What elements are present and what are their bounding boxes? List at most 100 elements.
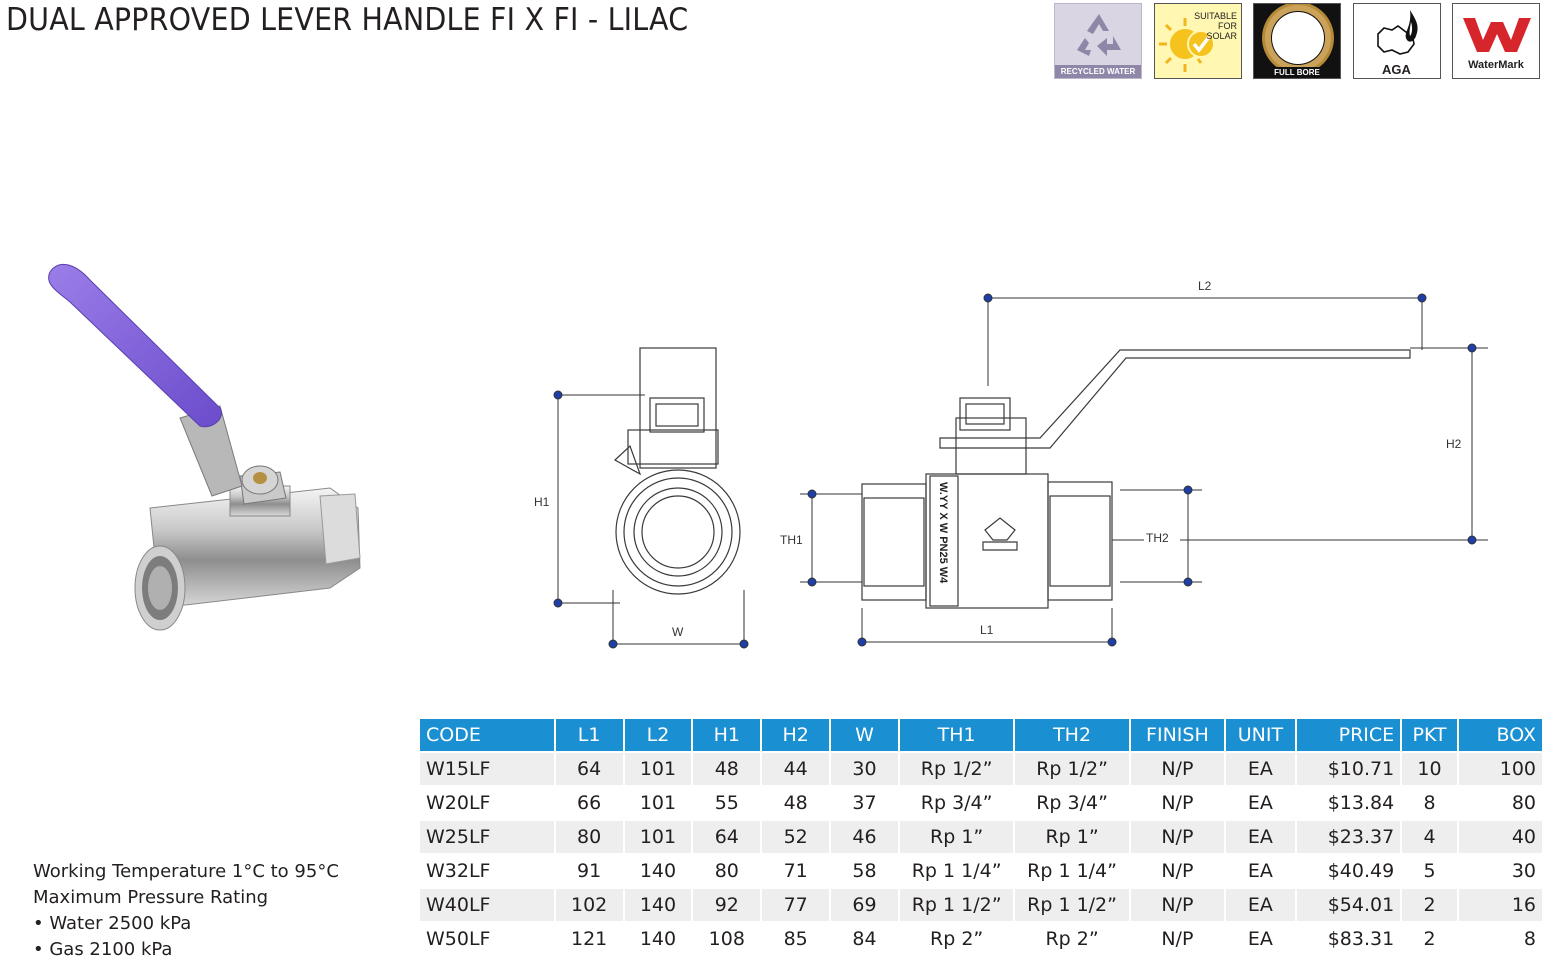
cell-w: 84 [831,923,898,955]
cell-th1: Rp 1 1/4” [899,855,1014,887]
cell-th2: Rp 2” [1015,923,1129,955]
product-photo [48,264,361,631]
cell-l1: 102 [555,889,623,921]
cell-h1: 108 [693,923,761,955]
cell-th1: Rp 1” [899,821,1014,853]
table-row: W15LF 64 101 48 44 30 Rp 1/2” Rp 1/2” N/… [420,753,1542,785]
cell-box: 80 [1458,787,1542,819]
cell-unit: EA [1225,753,1295,785]
full-bore-label: FULL BORE [1254,67,1340,78]
dim-th1-label: TH1 [780,533,803,547]
col-box: BOX [1458,719,1542,751]
dim-l2-label: L2 [1198,279,1212,293]
cell-th2: Rp 1/2” [1015,753,1129,785]
cell-th1: Rp 2” [899,923,1014,955]
col-unit: UNIT [1225,719,1295,751]
table-row: W25LF 80 101 64 52 46 Rp 1” Rp 1” N/P EA… [420,821,1542,853]
dim-l1-label: L1 [980,623,994,637]
cell-h2: 85 [762,923,830,955]
cell-unit: EA [1225,821,1295,853]
cell-price: $10.71 [1296,753,1401,785]
solar-label-1: SUITABLE [1194,11,1237,21]
cell-box: 30 [1458,855,1542,887]
aga-flame-icon [1377,10,1418,55]
cell-box: 100 [1458,753,1542,785]
cell-w: 30 [831,753,898,785]
table-header-row: CODE L1 L2 H1 H2 W TH1 TH2 FINISH UNIT P… [420,719,1542,751]
col-h2: H2 [762,719,830,751]
table-row: W32LF 91 140 80 71 58 Rp 1 1/4” Rp 1 1/4… [420,855,1542,887]
cell-pkt: 4 [1402,821,1457,853]
cell-price: $13.84 [1296,787,1401,819]
cell-code: W50LF [420,923,554,955]
cell-finish: N/P [1130,753,1224,785]
cell-l2: 101 [624,753,692,785]
cell-w: 46 [831,821,898,853]
page-title: DUAL APPROVED LEVER HANDLE FI X FI - LIL… [6,2,689,38]
cell-box: 16 [1458,889,1542,921]
cell-h1: 64 [693,821,761,853]
working-temperature-note: Working Temperature 1°C to 95°C [33,861,339,882]
watermark-w-icon [1463,18,1531,52]
col-code: CODE [420,719,554,751]
cell-pkt: 8 [1402,787,1457,819]
cell-l1: 64 [555,753,623,785]
cell-h2: 77 [762,889,830,921]
cell-code: W32LF [420,855,554,887]
solar-badge: SUITABLE FOR SOLAR [1154,3,1242,79]
cell-finish: N/P [1130,855,1224,887]
cell-w: 58 [831,855,898,887]
cell-l2: 140 [624,855,692,887]
col-th2: TH2 [1015,719,1129,751]
cell-price: $54.01 [1296,889,1401,921]
cell-code: W20LF [420,787,554,819]
solar-label-2: FOR [1218,21,1237,31]
cell-finish: N/P [1130,889,1224,921]
cell-w: 69 [831,889,898,921]
cell-h1: 92 [693,889,761,921]
col-th1: TH1 [899,719,1014,751]
cell-h2: 44 [762,753,830,785]
technical-drawing: W.YY X W PN25 W4 [532,279,1488,649]
cell-h2: 71 [762,855,830,887]
pressure-rating-note: Maximum Pressure Rating [33,887,269,908]
watermark-badge: WaterMark [1452,3,1540,79]
cell-th1: Rp 1 1/2” [899,889,1014,921]
cell-unit: EA [1225,787,1295,819]
col-l1: L1 [555,719,623,751]
specification-notes: Working Temperature 1°C to 95°C Maximum … [33,859,339,963]
cell-finish: N/P [1130,821,1224,853]
col-w: W [831,719,898,751]
cell-box: 40 [1458,821,1542,853]
recycled-water-label: RECYCLED WATER [1055,65,1141,78]
cell-pkt: 10 [1402,753,1457,785]
gas-pressure-note: • Gas 2100 kPa [33,939,173,960]
cell-price: $23.37 [1296,821,1401,853]
cell-l2: 140 [624,923,692,955]
aga-label: AGA [1382,62,1411,77]
cell-price: $83.31 [1296,923,1401,955]
cell-h2: 48 [762,787,830,819]
cell-unit: EA [1225,855,1295,887]
watermark-label: WaterMark [1468,59,1524,71]
cell-th2: Rp 1 1/4” [1015,855,1129,887]
dim-h1-label: H1 [534,495,550,509]
cell-h1: 55 [693,787,761,819]
cell-unit: EA [1225,923,1295,955]
cell-th1: Rp 3/4” [899,787,1014,819]
sun-check-icon [1159,18,1215,72]
table-row: W20LF 66 101 55 48 37 Rp 3/4” Rp 3/4” N/… [420,787,1542,819]
cell-l1: 91 [555,855,623,887]
recycled-water-badge: RECYCLED WATER [1054,3,1142,79]
cell-h2: 52 [762,821,830,853]
cell-unit: EA [1225,889,1295,921]
cell-l1: 121 [555,923,623,955]
cell-l1: 66 [555,787,623,819]
cell-pkt: 2 [1402,923,1457,955]
cell-l2: 101 [624,821,692,853]
col-finish: FINISH [1130,719,1224,751]
cell-th2: Rp 3/4” [1015,787,1129,819]
cell-pkt: 5 [1402,855,1457,887]
cell-l2: 140 [624,889,692,921]
cell-price: $40.49 [1296,855,1401,887]
